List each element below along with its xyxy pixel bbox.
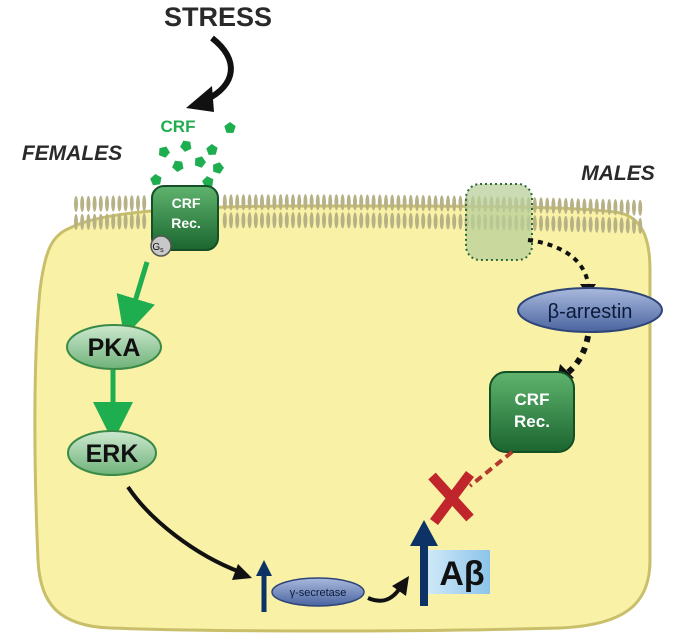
abeta-box: [420, 550, 490, 594]
crf-ligand: [150, 174, 162, 186]
crf-receptor-label-line2: Rec.: [171, 215, 201, 231]
pka-label: PKA: [88, 334, 141, 362]
erk-label: ERK: [86, 440, 139, 468]
secretase-to-abeta-arrow: [367, 586, 402, 603]
abeta-up-arrowhead: [410, 520, 438, 546]
crf-receptor-membrane: [151, 185, 219, 251]
crf-ligand: [206, 144, 218, 155]
crf-ligand: [202, 176, 214, 188]
crf-ligand: [213, 162, 224, 174]
secretase-to-abeta-arrowhead: [392, 576, 409, 596]
cell-body: [33, 204, 652, 633]
crf-ligand: [172, 160, 184, 172]
block-x-icon: [428, 471, 474, 525]
stress-arrow: [204, 35, 234, 103]
arrestin-to-receptor-dotted: [564, 335, 591, 377]
stress-label: STRESS: [164, 2, 272, 32]
gamma-secretase-node: [271, 577, 365, 607]
male-receptor-membrane: [465, 183, 533, 261]
abeta-label: Aβ: [439, 555, 484, 593]
gamma-secretase-label: γ-secretase: [290, 587, 347, 599]
crf-ligand: [224, 122, 236, 133]
gs-protein: [150, 235, 172, 257]
crf-label: CRF: [161, 117, 196, 136]
stress-arrowhead: [186, 86, 214, 112]
erk-to-secretase-arrowhead: [232, 564, 252, 580]
gs-label: Gs: [152, 242, 164, 254]
gs-to-pka-arrow: [116, 261, 155, 338]
erk-to-secretase-arrow: [126, 485, 241, 574]
crf-ligand: [195, 156, 206, 168]
pka-node: [66, 324, 162, 370]
blocked-pathway-dashed: [468, 450, 514, 488]
beta-arrestin-node: [517, 287, 663, 333]
crf-receptor-internal-label-line2: Rec.: [514, 412, 550, 431]
receptor-to-arrestin-dotted: [527, 238, 590, 285]
crf-ligand-dots: [150, 122, 236, 198]
females-label: FEMALES: [22, 142, 122, 165]
males-label: MALES: [581, 162, 655, 185]
crf-ligand: [158, 146, 170, 158]
crf-receptor-internalized: [489, 371, 575, 453]
crf-receptor-label-line1: CRF: [172, 195, 201, 211]
crf-ligand: [180, 140, 192, 152]
beta-arrestin-label: β-arrestin: [548, 301, 633, 323]
secretase-up-arrowhead: [256, 560, 272, 576]
crf-receptor-internal-label-line1: CRF: [515, 390, 550, 409]
erk-node: [67, 430, 157, 476]
